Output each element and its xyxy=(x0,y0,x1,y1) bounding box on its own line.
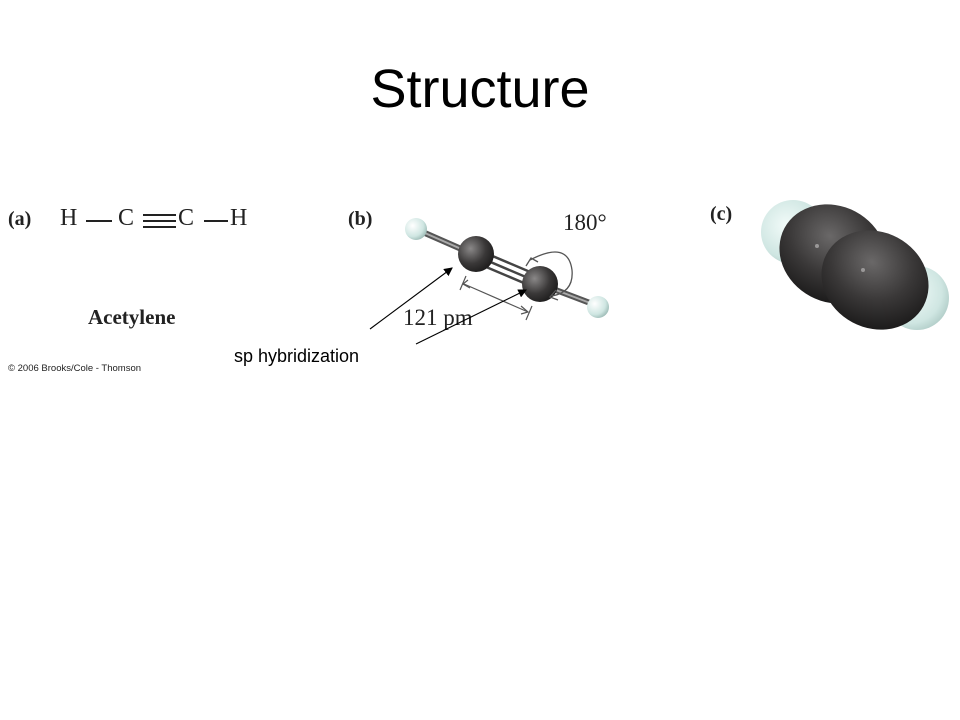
molecule-name: Acetylene xyxy=(88,305,176,329)
atom-h-right: H xyxy=(230,205,248,231)
hydrogen-atom-left xyxy=(405,218,427,240)
panel-c-label: (c) xyxy=(710,203,733,225)
page-title: Structure xyxy=(370,59,590,119)
panel-a-label: (a) xyxy=(8,208,32,230)
panel-b-label: (b) xyxy=(348,208,373,230)
hydrogen-atom-right xyxy=(587,296,609,318)
arrow-to-right-carbon xyxy=(415,289,527,345)
bond-length-label: 121 pm xyxy=(403,305,473,330)
space-filling-model xyxy=(761,200,949,330)
arrow-to-left-carbon xyxy=(369,267,453,330)
angle-arrow-icon xyxy=(525,251,573,301)
single-bond-right xyxy=(204,220,228,222)
carbon-sphere-right xyxy=(821,230,929,330)
copyright-text: © 2006 Brooks/Cole - Thomson xyxy=(8,363,142,374)
annotation-arrows xyxy=(369,267,527,345)
single-bond-left xyxy=(86,220,112,222)
atom-c-left: C xyxy=(118,205,135,231)
sp-hybridization-label: sp hybridization xyxy=(234,346,360,366)
ball-and-stick-model xyxy=(405,218,609,321)
atom-c-right: C xyxy=(178,205,195,231)
carbon-atom-left xyxy=(458,236,494,272)
bond-length-arrow-icon xyxy=(459,275,533,321)
atom-h-left: H xyxy=(60,205,78,231)
carbon-atom-right xyxy=(522,266,558,302)
bond-angle-label: 180° xyxy=(563,210,607,235)
